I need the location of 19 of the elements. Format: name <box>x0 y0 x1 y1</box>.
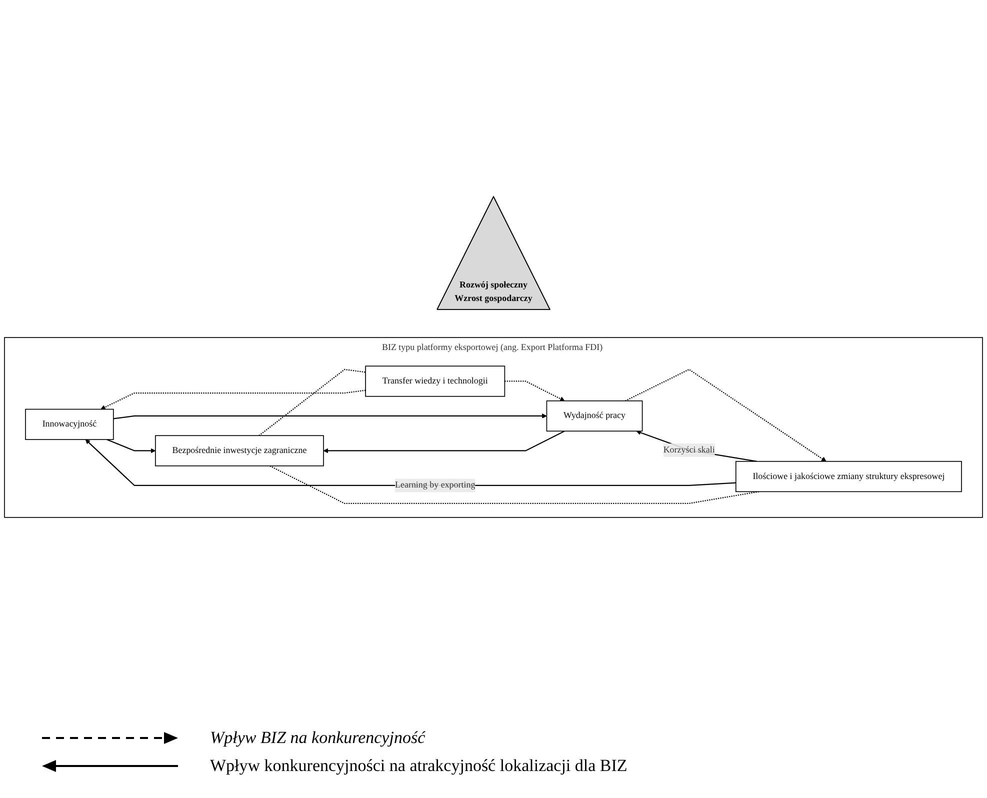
node-box: Transfer wiedzy i technologii <box>365 366 506 397</box>
arrow <box>106 439 156 454</box>
node-box: Innowacyjność <box>25 408 114 440</box>
arrow <box>636 430 758 462</box>
node-box: Ilościowe i jakościowe zmiany struktury ekspresowej <box>735 460 962 492</box>
connector <box>269 465 759 504</box>
connector <box>258 368 366 436</box>
legend-text: Wpływ konkurencyjności na atrakcyjność lokalizacji dla BIZ <box>210 756 628 776</box>
arrow <box>113 414 547 420</box>
legend-text: Wpływ BIZ na konkurencyjność <box>210 728 426 748</box>
arrow <box>100 390 366 410</box>
arrow <box>85 439 736 486</box>
arrow <box>323 430 565 454</box>
arrow <box>504 380 565 402</box>
node-box: Wydajność pracy <box>546 400 643 432</box>
edge-label: Korzyści skali <box>663 445 715 455</box>
node-box: Bezpośrednie inwestycje zagraniczne <box>155 435 324 466</box>
edge-label: Learning by exporting <box>395 480 476 490</box>
arrow <box>625 368 826 462</box>
